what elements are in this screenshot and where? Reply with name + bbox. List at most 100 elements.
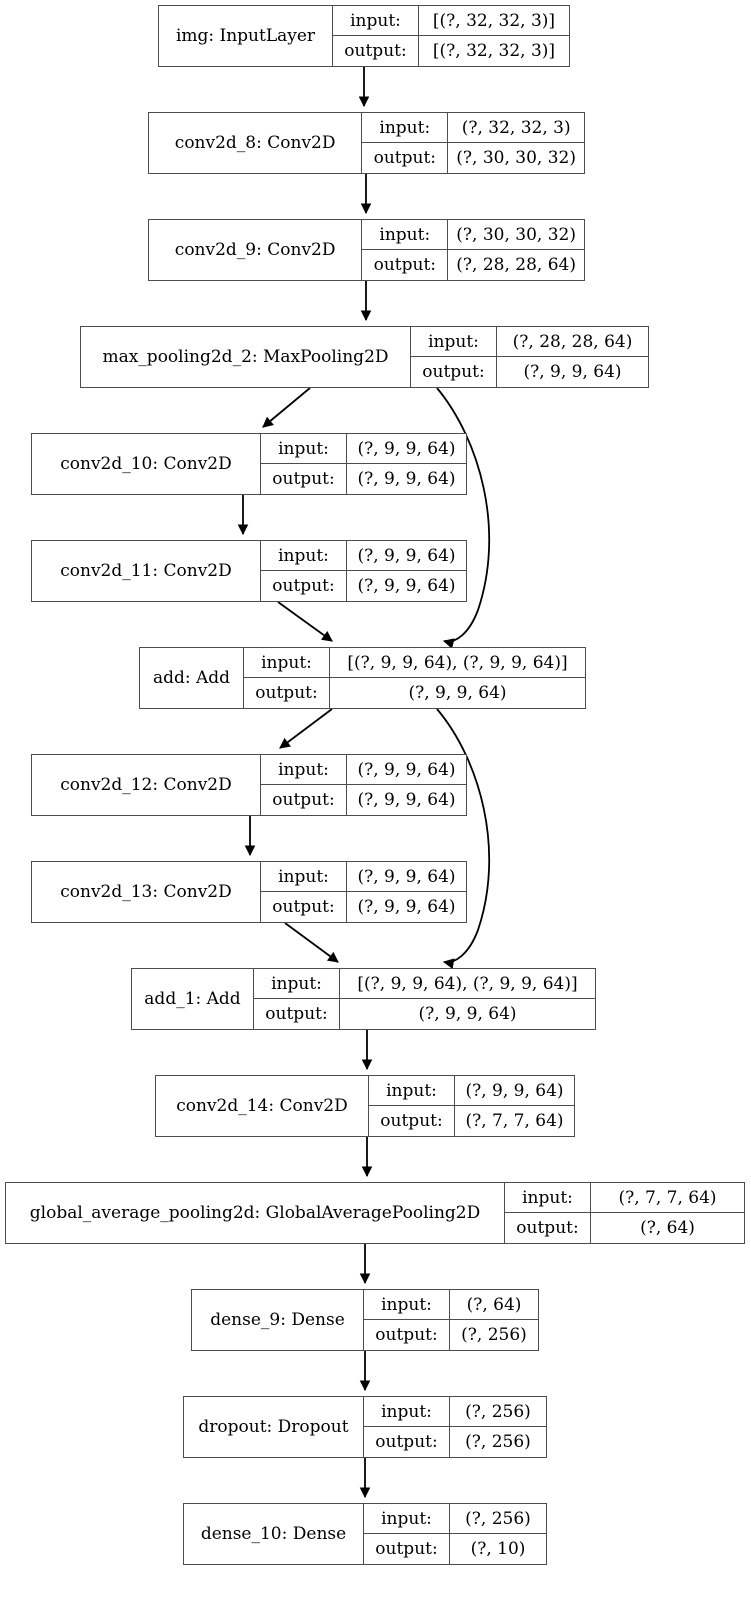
node-conv2d_10-output-shape: (?, 9, 9, 64)	[357, 469, 456, 489]
node-dense_9-output-row: output: (?, 256)	[364, 1320, 538, 1350]
output-label: output:	[254, 999, 340, 1029]
output-label: output:	[364, 1320, 450, 1350]
input-label: input:	[362, 113, 449, 142]
node-conv2d_14[interactable]: conv2d_14: Conv2D input: (?, 9, 9, 64) o…	[155, 1075, 575, 1137]
node-global_average_pooling2d-input-row: input: (?, 7, 7, 64)	[505, 1183, 744, 1213]
node-conv2d_13-output-shape: (?, 9, 9, 64)	[357, 897, 456, 917]
node-add_1[interactable]: add_1: Add input: [(?, 9, 9, 64), (?, 9,…	[131, 968, 596, 1030]
node-conv2d_14-output-row: output: (?, 7, 7, 64)	[369, 1106, 574, 1136]
node-dense_9-input-row: input: (?, 64)	[364, 1290, 538, 1320]
node-add_1-label: add_1: Add	[132, 969, 254, 1029]
node-conv2d_10[interactable]: conv2d_10: Conv2D input: (?, 9, 9, 64) o…	[31, 433, 467, 495]
node-conv2d_11[interactable]: conv2d_11: Conv2D input: (?, 9, 9, 64) o…	[31, 540, 467, 602]
edge-add-to-conv2d_12	[279, 708, 333, 749]
node-conv2d_10-input-row: input: (?, 9, 9, 64)	[261, 434, 466, 464]
input-label: input:	[411, 327, 497, 356]
node-conv2d_9-input-row: input: (?, 30, 30, 32)	[362, 220, 584, 250]
node-conv2d_9[interactable]: conv2d_9: Conv2D input: (?, 30, 30, 32) …	[148, 219, 585, 281]
node-dense_9-output-shape: (?, 256)	[461, 1325, 527, 1345]
node-img-output-row: output: [(?, 32, 32, 3)]	[333, 36, 569, 66]
input-label: input:	[505, 1183, 591, 1212]
node-conv2d_10-label: conv2d_10: Conv2D	[32, 434, 261, 494]
node-dense_10-io: input: (?, 256) output: (?, 10)	[364, 1504, 546, 1564]
node-add-io: input: [(?, 9, 9, 64), (?, 9, 9, 64)] ou…	[244, 648, 585, 708]
node-dropout-output-shape: (?, 256)	[465, 1432, 531, 1452]
output-label: output:	[261, 785, 347, 815]
node-add[interactable]: add: Add input: [(?, 9, 9, 64), (?, 9, 9…	[139, 647, 586, 709]
node-img-output-shape: [(?, 32, 32, 3)]	[432, 41, 556, 61]
node-dense_10[interactable]: dense_10: Dense input: (?, 256) output: …	[183, 1503, 547, 1565]
node-dense_9[interactable]: dense_9: Dense input: (?, 64) output: (?…	[191, 1289, 539, 1351]
node-conv2d_13-input-row: input: (?, 9, 9, 64)	[261, 862, 466, 892]
node-dense_10-output-shape: (?, 10)	[470, 1539, 526, 1559]
node-global_average_pooling2d-label: global_average_pooling2d: GlobalAverageP…	[6, 1183, 505, 1243]
input-label: input:	[369, 1076, 455, 1105]
node-dropout[interactable]: dropout: Dropout input: (?, 256) output:…	[183, 1396, 547, 1458]
node-conv2d_8-label: conv2d_8: Conv2D	[149, 113, 363, 173]
input-label: input:	[261, 434, 347, 463]
node-dropout-label: dropout: Dropout	[184, 1397, 364, 1457]
node-conv2d_13[interactable]: conv2d_13: Conv2D input: (?, 9, 9, 64) o…	[31, 861, 467, 923]
node-add_1-input-shape: [(?, 9, 9, 64), (?, 9, 9, 64)]	[357, 973, 578, 994]
node-img[interactable]: img: InputLayer input: [(?, 32, 32, 3)] …	[158, 5, 570, 67]
input-label: input:	[261, 862, 347, 891]
node-add_1-input-row: input: [(?, 9, 9, 64), (?, 9, 9, 64)]	[254, 969, 595, 999]
node-conv2d_14-io: input: (?, 9, 9, 64) output: (?, 7, 7, 6…	[369, 1076, 574, 1136]
output-label: output:	[333, 36, 419, 66]
output-label: output:	[261, 892, 347, 922]
node-conv2d_8[interactable]: conv2d_8: Conv2D input: (?, 32, 32, 3) o…	[148, 112, 585, 174]
output-label: output:	[369, 1106, 455, 1136]
node-max_pooling2d_2-input-row: input: (?, 28, 28, 64)	[411, 327, 648, 357]
node-dropout-io: input: (?, 256) output: (?, 256)	[364, 1397, 546, 1457]
output-label: output:	[364, 1427, 450, 1457]
node-conv2d_8-input-row: input: (?, 32, 32, 3)	[362, 113, 584, 143]
node-img-label: img: InputLayer	[159, 6, 333, 66]
edge-add-to-add_1	[436, 708, 491, 970]
node-max_pooling2d_2-output-shape: (?, 9, 9, 64)	[523, 362, 622, 382]
node-conv2d_14-label: conv2d_14: Conv2D	[156, 1076, 369, 1136]
node-conv2d_11-output-row: output: (?, 9, 9, 64)	[261, 571, 466, 601]
output-label: output:	[261, 571, 347, 601]
node-conv2d_14-input-shape: (?, 9, 9, 64)	[465, 1080, 564, 1101]
node-dense_9-label: dense_9: Dense	[192, 1290, 364, 1350]
node-dense_10-output-row: output: (?, 10)	[364, 1534, 546, 1564]
node-conv2d_9-label: conv2d_9: Conv2D	[149, 220, 363, 280]
node-conv2d_12-output-row: output: (?, 9, 9, 64)	[261, 785, 466, 815]
node-conv2d_9-input-shape: (?, 30, 30, 32)	[456, 224, 576, 245]
node-global_average_pooling2d[interactable]: global_average_pooling2d: GlobalAverageP…	[5, 1182, 745, 1244]
input-label: input:	[364, 1397, 450, 1426]
input-label: input:	[364, 1504, 450, 1533]
node-conv2d_9-io: input: (?, 30, 30, 32) output: (?, 28, 2…	[362, 220, 584, 280]
input-label: input:	[261, 755, 347, 784]
node-add_1-output-shape: (?, 9, 9, 64)	[418, 1004, 517, 1024]
output-label: output:	[364, 1534, 450, 1564]
node-conv2d_11-io: input: (?, 9, 9, 64) output: (?, 9, 9, 6…	[261, 541, 466, 601]
node-conv2d_11-input-row: input: (?, 9, 9, 64)	[261, 541, 466, 571]
node-add_1-output-row: output: (?, 9, 9, 64)	[254, 999, 595, 1029]
node-conv2d_14-output-shape: (?, 7, 7, 64)	[465, 1111, 564, 1131]
node-dropout-output-row: output: (?, 256)	[364, 1427, 546, 1457]
input-label: input:	[244, 648, 330, 677]
node-conv2d_13-label: conv2d_13: Conv2D	[32, 862, 261, 922]
node-add_1-io: input: [(?, 9, 9, 64), (?, 9, 9, 64)] ou…	[254, 969, 595, 1029]
edge-max_pooling2d_2-to-add	[436, 387, 491, 649]
node-dropout-input-row: input: (?, 256)	[364, 1397, 546, 1427]
node-max_pooling2d_2[interactable]: max_pooling2d_2: MaxPooling2D input: (?,…	[80, 326, 649, 388]
node-add-output-row: output: (?, 9, 9, 64)	[244, 678, 585, 708]
node-conv2d_10-input-shape: (?, 9, 9, 64)	[357, 438, 456, 459]
edge-max_pooling2d_2-to-conv2d_10	[262, 387, 311, 428]
node-conv2d_12-output-shape: (?, 9, 9, 64)	[357, 790, 456, 810]
node-conv2d_11-output-shape: (?, 9, 9, 64)	[357, 576, 456, 596]
node-dense_9-io: input: (?, 64) output: (?, 256)	[364, 1290, 538, 1350]
node-conv2d_14-input-row: input: (?, 9, 9, 64)	[369, 1076, 574, 1106]
output-label: output:	[244, 678, 330, 708]
output-label: output:	[261, 464, 347, 494]
node-dropout-input-shape: (?, 256)	[465, 1401, 531, 1422]
input-label: input:	[261, 541, 347, 570]
node-max_pooling2d_2-input-shape: (?, 28, 28, 64)	[512, 331, 633, 352]
node-global_average_pooling2d-output-shape: (?, 64)	[640, 1218, 695, 1238]
node-max_pooling2d_2-label: max_pooling2d_2: MaxPooling2D	[81, 327, 411, 387]
node-dense_9-input-shape: (?, 64)	[466, 1294, 522, 1315]
node-conv2d_10-output-row: output: (?, 9, 9, 64)	[261, 464, 466, 494]
node-conv2d_12[interactable]: conv2d_12: Conv2D input: (?, 9, 9, 64) o…	[31, 754, 467, 816]
